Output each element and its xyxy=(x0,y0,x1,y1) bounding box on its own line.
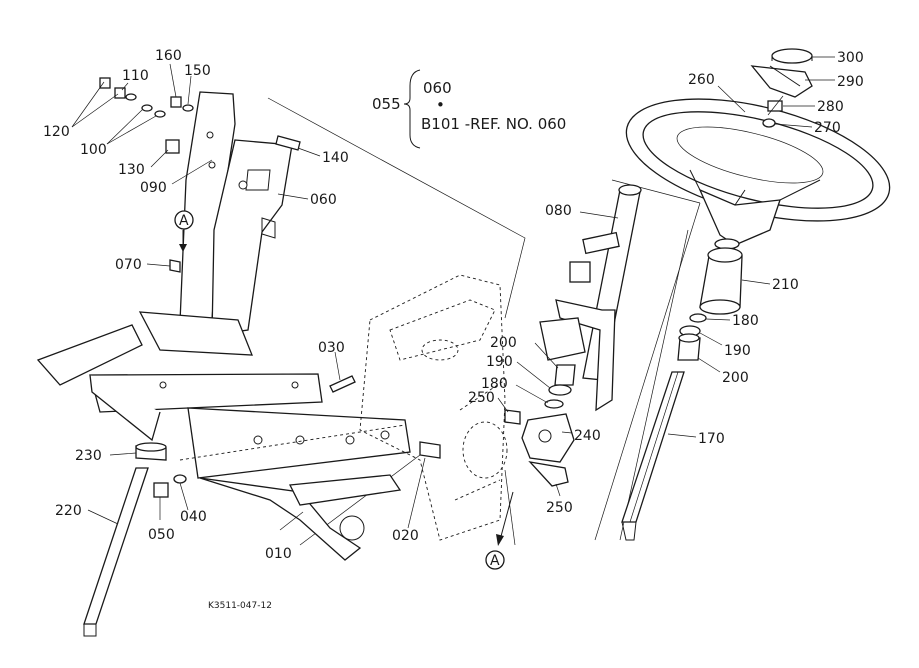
part-label-280: 280 xyxy=(817,99,844,115)
reference-group-label: 055 xyxy=(372,95,401,113)
part-label-260: 260 xyxy=(688,72,715,88)
universal-joint-set xyxy=(504,384,575,487)
part-label-180-right: 180 xyxy=(732,313,759,329)
view-marker-bottom-letter: A xyxy=(490,553,500,569)
leader-lines xyxy=(71,56,835,531)
part-label-150: 150 xyxy=(184,63,211,79)
part-label-130: 130 xyxy=(118,162,145,178)
part-label-030: 030 xyxy=(318,340,345,356)
wheel-cap-assembly xyxy=(750,48,813,128)
view-marker-top: A xyxy=(174,210,194,230)
steering-shaft xyxy=(621,371,685,541)
part-label-060: 060 xyxy=(310,192,337,208)
part-label-200-right: 200 xyxy=(722,370,749,386)
reference-bottom: B101 -REF. NO. 060 xyxy=(421,115,566,133)
steering-collar xyxy=(699,247,743,315)
studs-and-bolts xyxy=(329,375,441,459)
dash-bracket xyxy=(138,91,293,356)
figure-code: K3511-047-12 xyxy=(208,601,272,611)
view-marker-bottom: A xyxy=(485,550,505,570)
part-label-240: 240 xyxy=(574,428,601,444)
part-label-040: 040 xyxy=(180,509,207,525)
part-label-140: 140 xyxy=(322,150,349,166)
part-label-210: 210 xyxy=(772,277,799,293)
transmission-case xyxy=(359,274,508,541)
part-label-290: 290 xyxy=(837,74,864,90)
part-label-220: 220 xyxy=(55,503,82,519)
part-label-270: 270 xyxy=(814,120,841,136)
steering-wheel xyxy=(625,98,891,250)
part-label-050: 050 xyxy=(148,527,175,543)
part-label-020: 020 xyxy=(392,528,419,544)
view-arrows xyxy=(179,230,514,546)
fastener-set-top-left xyxy=(99,77,301,154)
part-label-190-middle: 190 xyxy=(486,354,513,370)
view-marker-top-letter: A xyxy=(179,213,189,229)
front-frame xyxy=(36,324,411,561)
center-lines xyxy=(267,97,701,546)
part-label-100: 100 xyxy=(80,142,107,158)
steering-column xyxy=(539,184,642,412)
reference-group: 055 060 • B101 -REF. NO. 060 xyxy=(372,79,566,133)
part-label-180-middle: 180 xyxy=(481,376,508,392)
part-label-200-middle: 200 xyxy=(490,335,517,351)
reference-dot: • xyxy=(436,96,445,114)
part-label-160: 160 xyxy=(155,48,182,64)
part-label-070: 070 xyxy=(115,257,142,273)
part-label-170: 170 xyxy=(698,431,725,447)
reference-top: 060 xyxy=(423,79,452,97)
reference-bracket xyxy=(403,69,421,149)
part-label-230: 230 xyxy=(75,448,102,464)
part-label-120: 120 xyxy=(43,124,70,140)
part-label-010: 010 xyxy=(265,546,292,562)
part-label-090: 090 xyxy=(140,180,167,196)
part-label-110: 110 xyxy=(122,68,149,84)
part-label-300: 300 xyxy=(837,50,864,66)
part-label-250-upper: 250 xyxy=(468,390,495,406)
part-label-190-right: 190 xyxy=(724,343,751,359)
part-labels: 300 290 280 270 260 210 180 190 200 170 … xyxy=(43,48,864,562)
lower-shaft xyxy=(83,442,187,637)
right-bushing-set xyxy=(677,313,707,361)
part-label-250-lower: 250 xyxy=(546,500,573,516)
part-label-080: 080 xyxy=(545,203,572,219)
